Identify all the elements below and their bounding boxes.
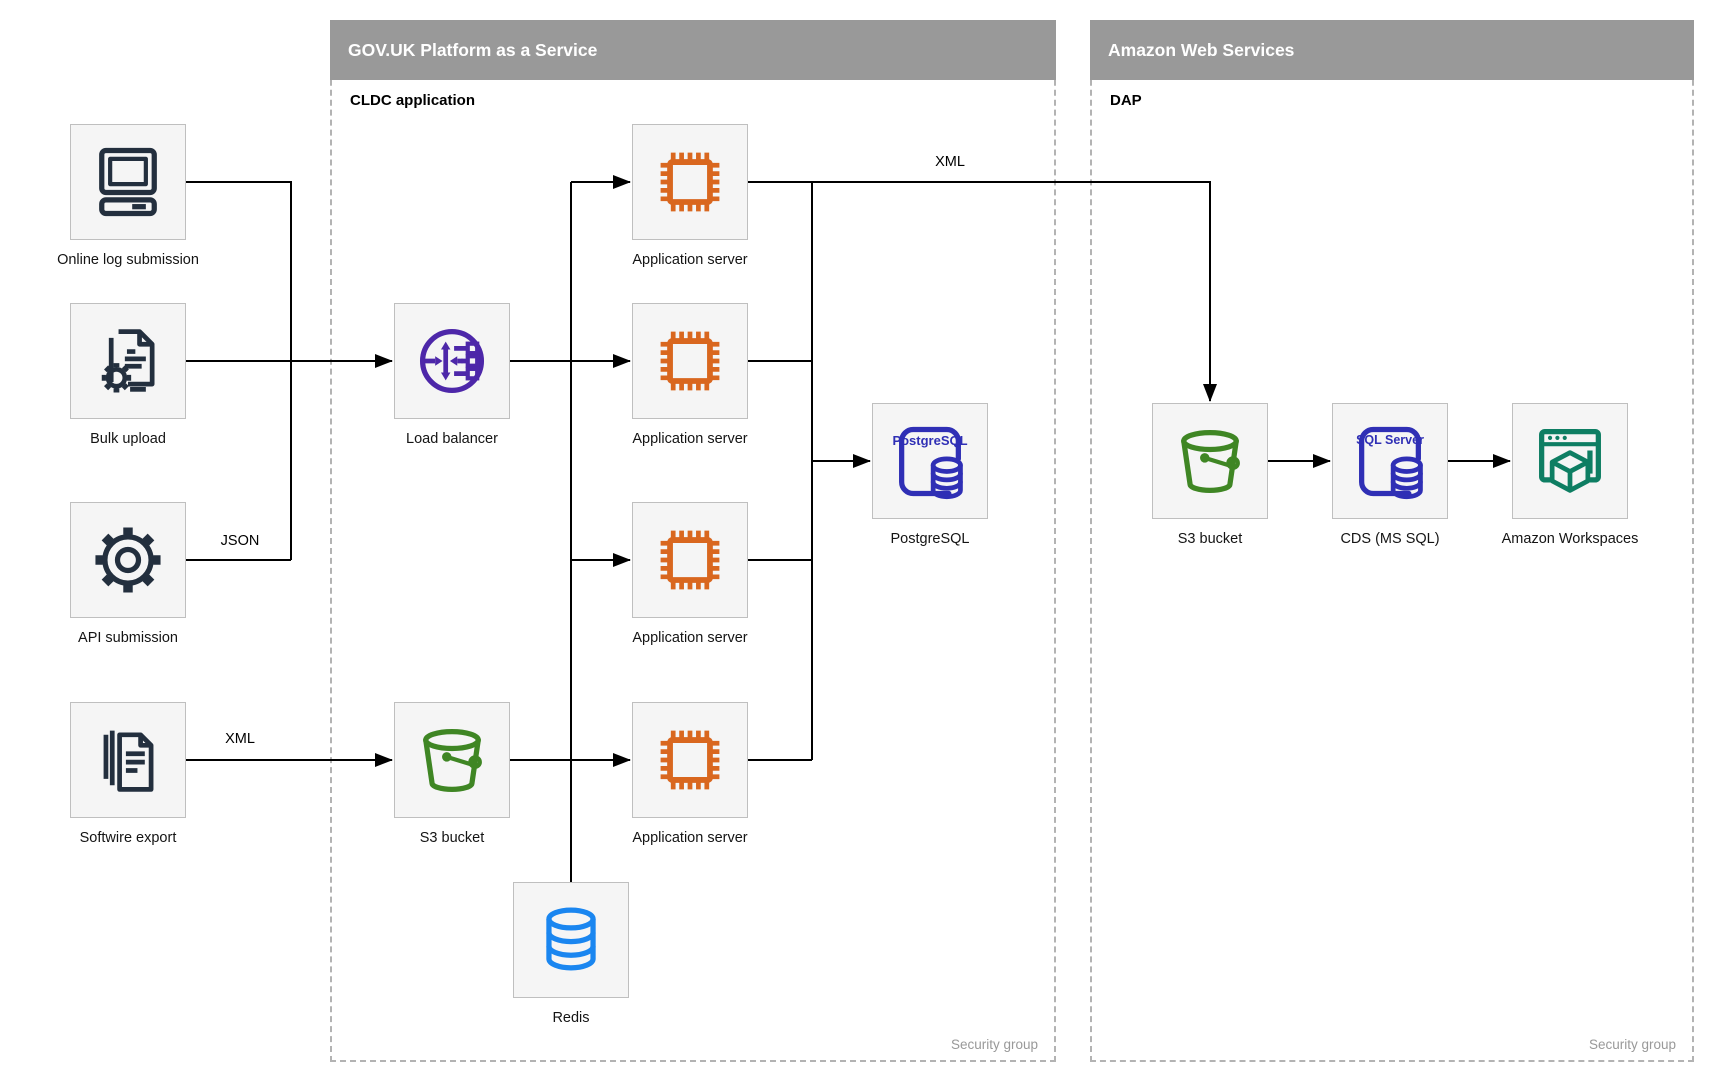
document-stack-icon — [103, 730, 154, 792]
node-label-application-server-2: Application server — [632, 431, 748, 447]
node-application-server-2[interactable] — [632, 303, 748, 419]
node-label-s3-bucket-paas: S3 bucket — [419, 830, 485, 846]
node-application-server-1[interactable] — [632, 124, 748, 240]
edge-label-json: JSON — [220, 533, 260, 549]
aws-header-title: Amazon Web Services — [1090, 20, 1694, 80]
aws-container: Amazon Web Services DAP Security group — [1090, 20, 1694, 1062]
node-redis[interactable] — [513, 882, 629, 998]
node-label-redis: Redis — [552, 1010, 590, 1026]
node-bulk-upload[interactable] — [70, 303, 186, 419]
node-amazon-workspaces[interactable] — [1512, 403, 1628, 519]
sql-server-icon-text: SQL Server — [1356, 433, 1424, 447]
chip-icon — [660, 530, 720, 590]
node-label-application-server-4: Application server — [632, 830, 748, 846]
sql-server-database-card-icon — [1359, 426, 1423, 500]
document-gear-icon — [101, 329, 155, 393]
node-label-amazon-workspaces: Amazon Workspaces — [1501, 531, 1639, 547]
chip-icon — [660, 730, 720, 790]
node-s3-bucket-paas[interactable] — [394, 702, 510, 818]
node-label-api-submission: API submission — [78, 630, 178, 646]
node-label-application-server-1: Application server — [632, 252, 748, 268]
paas-header-title: GOV.UK Platform as a Service — [330, 20, 1056, 80]
aws-security-group-label: Security group — [1588, 1037, 1676, 1052]
s3-bucket-icon — [423, 729, 482, 792]
node-load-balancer[interactable] — [394, 303, 510, 419]
node-application-server-3[interactable] — [632, 502, 748, 618]
node-label-s3-bucket-aws: S3 bucket — [1177, 531, 1243, 547]
node-postgresql[interactable]: PostgreSQL — [872, 403, 988, 519]
node-label-application-server-3: Application server — [632, 630, 748, 646]
node-cds-ms-sql[interactable]: SQL Server — [1332, 403, 1448, 519]
node-application-server-4[interactable] — [632, 702, 748, 818]
postgresql-icon-text: PostgreSQL — [892, 433, 968, 448]
paas-container: GOV.UK Platform as a Service CLDC applic… — [330, 20, 1056, 1062]
chip-icon — [660, 152, 720, 212]
edge-label-xml-softwire: XML — [225, 731, 255, 747]
node-label-softwire-export: Softwire export — [79, 830, 177, 846]
node-label-postgresql: PostgreSQL — [890, 531, 970, 547]
node-softwire-export[interactable] — [70, 702, 186, 818]
node-online-log-submission[interactable] — [70, 124, 186, 240]
paas-group-label: CLDC application — [350, 92, 476, 109]
node-label-bulk-upload: Bulk upload — [90, 431, 166, 447]
gear-icon — [95, 527, 161, 593]
node-api-submission[interactable] — [70, 502, 186, 618]
edge-label-xml-dap: XML — [935, 154, 965, 170]
workspaces-window-icon — [1539, 428, 1601, 493]
desktop-computer-icon — [99, 147, 157, 217]
node-s3-bucket-aws[interactable] — [1152, 403, 1268, 519]
database-cylinder-icon — [546, 907, 596, 971]
node-label-online-log-submission: Online log submission — [57, 252, 199, 268]
chip-icon — [660, 331, 720, 391]
aws-group-label: DAP — [1110, 92, 1142, 109]
s3-bucket-icon — [1181, 430, 1240, 493]
load-balancer-icon — [419, 328, 485, 394]
node-label-cds-ms-sql: CDS (MS SQL) — [1340, 531, 1440, 547]
node-label-load-balancer: Load balancer — [406, 431, 498, 447]
paas-security-group-label: Security group — [950, 1037, 1038, 1052]
postgresql-database-card-icon — [899, 426, 963, 500]
